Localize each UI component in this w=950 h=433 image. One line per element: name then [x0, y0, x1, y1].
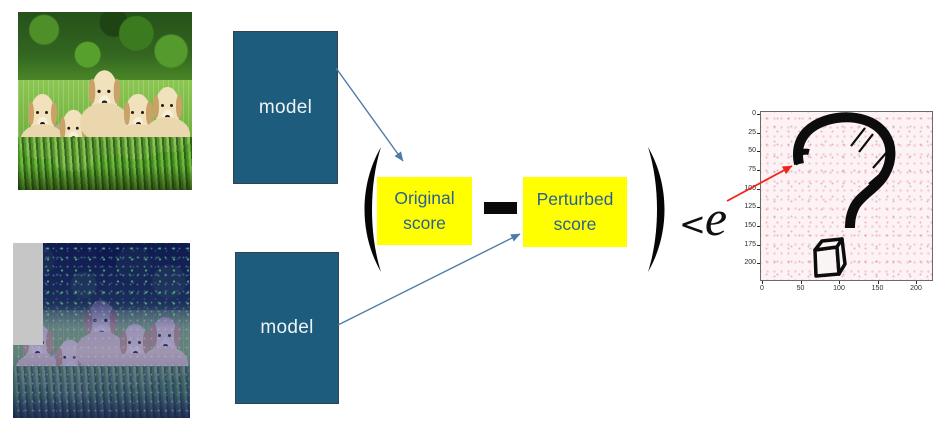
- score-line: score: [403, 213, 446, 233]
- x-tick-mark: [877, 281, 879, 284]
- x-tick-mark: [800, 281, 802, 284]
- model-box-bottom: model: [235, 252, 339, 404]
- x-tick-label: 50: [796, 285, 805, 292]
- x-tick-mark: [916, 281, 917, 284]
- puppy-illustration: [80, 69, 130, 143]
- x-tick-label: 200: [910, 285, 922, 292]
- epsilon-symbol: e: [704, 190, 728, 246]
- x-tick-mark: [839, 281, 840, 284]
- y-tick-label: 125: [744, 203, 756, 211]
- puppies-photo-art: [18, 12, 192, 190]
- original-image-puppies: [18, 12, 192, 190]
- y-tick-label: 100: [744, 184, 756, 192]
- y-tick-mark: [757, 244, 760, 246]
- model-box-top: model: [233, 31, 338, 184]
- x-tick-label: 150: [871, 285, 884, 292]
- plot-canvas: [760, 111, 933, 281]
- score-line: Perturbed: [536, 189, 614, 209]
- score-line: Original: [394, 188, 455, 208]
- model-label: model: [260, 317, 314, 338]
- y-tick-mark: [757, 169, 760, 171]
- y-tick-mark: [757, 188, 760, 190]
- model-label: model: [258, 96, 313, 118]
- foreground-grass: [18, 136, 192, 190]
- y-tick-label: 0: [752, 110, 756, 117]
- question-map-plot: 0 25 50 75 100 125 150 175 200 0 50 100 150 200: [733, 100, 950, 300]
- y-tick-mark: [757, 263, 760, 265]
- y-tick-label: 150: [744, 221, 756, 229]
- y-tick-label: 50: [748, 147, 756, 155]
- perturbed-score-box: Perturbed score: [523, 177, 627, 247]
- y-tick-label: 25: [748, 128, 756, 136]
- x-tick-mark: [762, 281, 763, 284]
- minus-operator: [484, 202, 517, 214]
- y-tick-mark: [757, 114, 760, 115]
- gray-occlusion-patch: [13, 243, 43, 345]
- less-than-sign: <: [679, 205, 706, 243]
- perturbed-image-puppies: [13, 243, 190, 418]
- y-tick-mark: [757, 207, 760, 209]
- original-score-box: Original score: [377, 177, 472, 245]
- y-tick-mark: [757, 225, 760, 227]
- y-tick-label: 175: [744, 240, 756, 248]
- x-tick-label: 0: [760, 285, 764, 292]
- y-tick-label: 200: [744, 259, 756, 267]
- score-line: score: [553, 214, 597, 234]
- cube-sketch: [813, 237, 847, 278]
- y-tick-label: 75: [748, 165, 756, 173]
- close-paren: [648, 147, 665, 272]
- x-tick-label: 100: [833, 285, 845, 292]
- less-than-epsilon: < e: [679, 189, 727, 247]
- y-tick-mark: [757, 151, 760, 153]
- question-mark-sketch: [792, 112, 896, 278]
- y-tick-mark: [757, 132, 760, 134]
